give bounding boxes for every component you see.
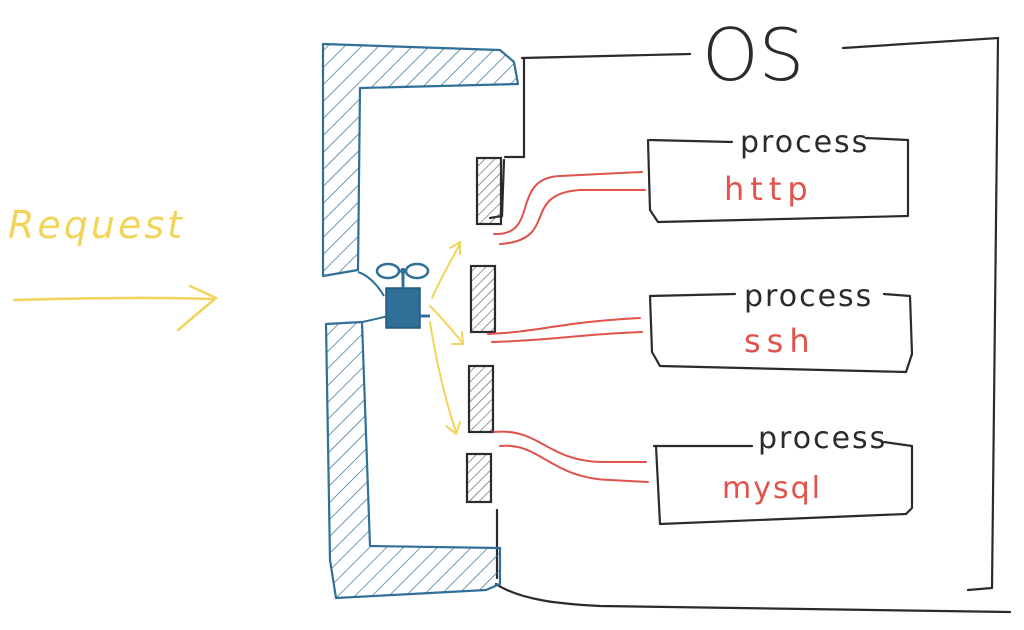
fan-device-icon	[375, 262, 430, 329]
os-label: OS	[702, 13, 804, 97]
process-http: process http	[646, 125, 910, 224]
process-service: ssh	[744, 322, 816, 360]
process-ssh: process ssh	[648, 279, 914, 374]
process-title: process	[744, 279, 873, 314]
port-mysql	[465, 452, 493, 504]
port-ssh	[469, 264, 497, 334]
process-mysql: process mysql	[652, 421, 914, 526]
request-label: Request	[8, 203, 185, 247]
connections	[487, 171, 649, 483]
process-title: process	[740, 125, 869, 160]
process-service: mysql	[722, 471, 822, 506]
ports	[465, 156, 503, 504]
routing-arrows	[429, 241, 464, 435]
process-service: http	[724, 170, 814, 208]
process-title: process	[758, 421, 887, 456]
request-arrow-icon	[12, 284, 218, 332]
port-http	[475, 156, 503, 226]
port-unused	[467, 364, 495, 434]
firewall-wall	[321, 42, 520, 600]
